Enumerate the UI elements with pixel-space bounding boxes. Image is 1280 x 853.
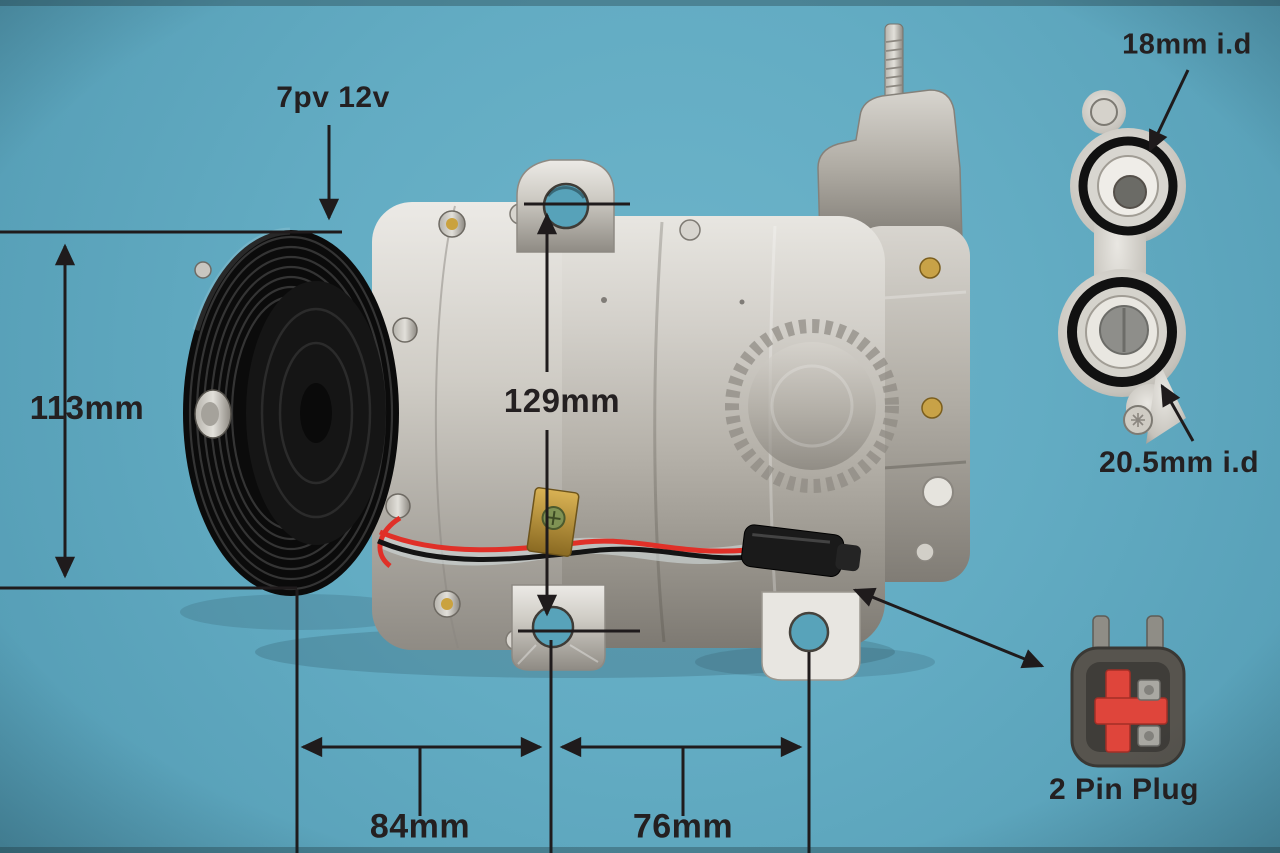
connector-label: 2 Pin Plug: [1048, 773, 1200, 806]
belt-spec-label: 7pv 12v: [276, 81, 390, 114]
mount-spacing-left-label: 84mm: [369, 807, 471, 846]
mount-height-label: 129mm: [503, 382, 621, 419]
small-port-label: 18mm i.d: [1122, 28, 1252, 61]
photo-edge-top: [0, 0, 1280, 6]
mount-spacing-right-label: 76mm: [632, 807, 734, 846]
pulley-diameter-label: 113mm: [29, 389, 145, 426]
photo-edge-bottom: [0, 847, 1280, 853]
large-port-label: 20.5mm i.d: [1098, 446, 1260, 479]
